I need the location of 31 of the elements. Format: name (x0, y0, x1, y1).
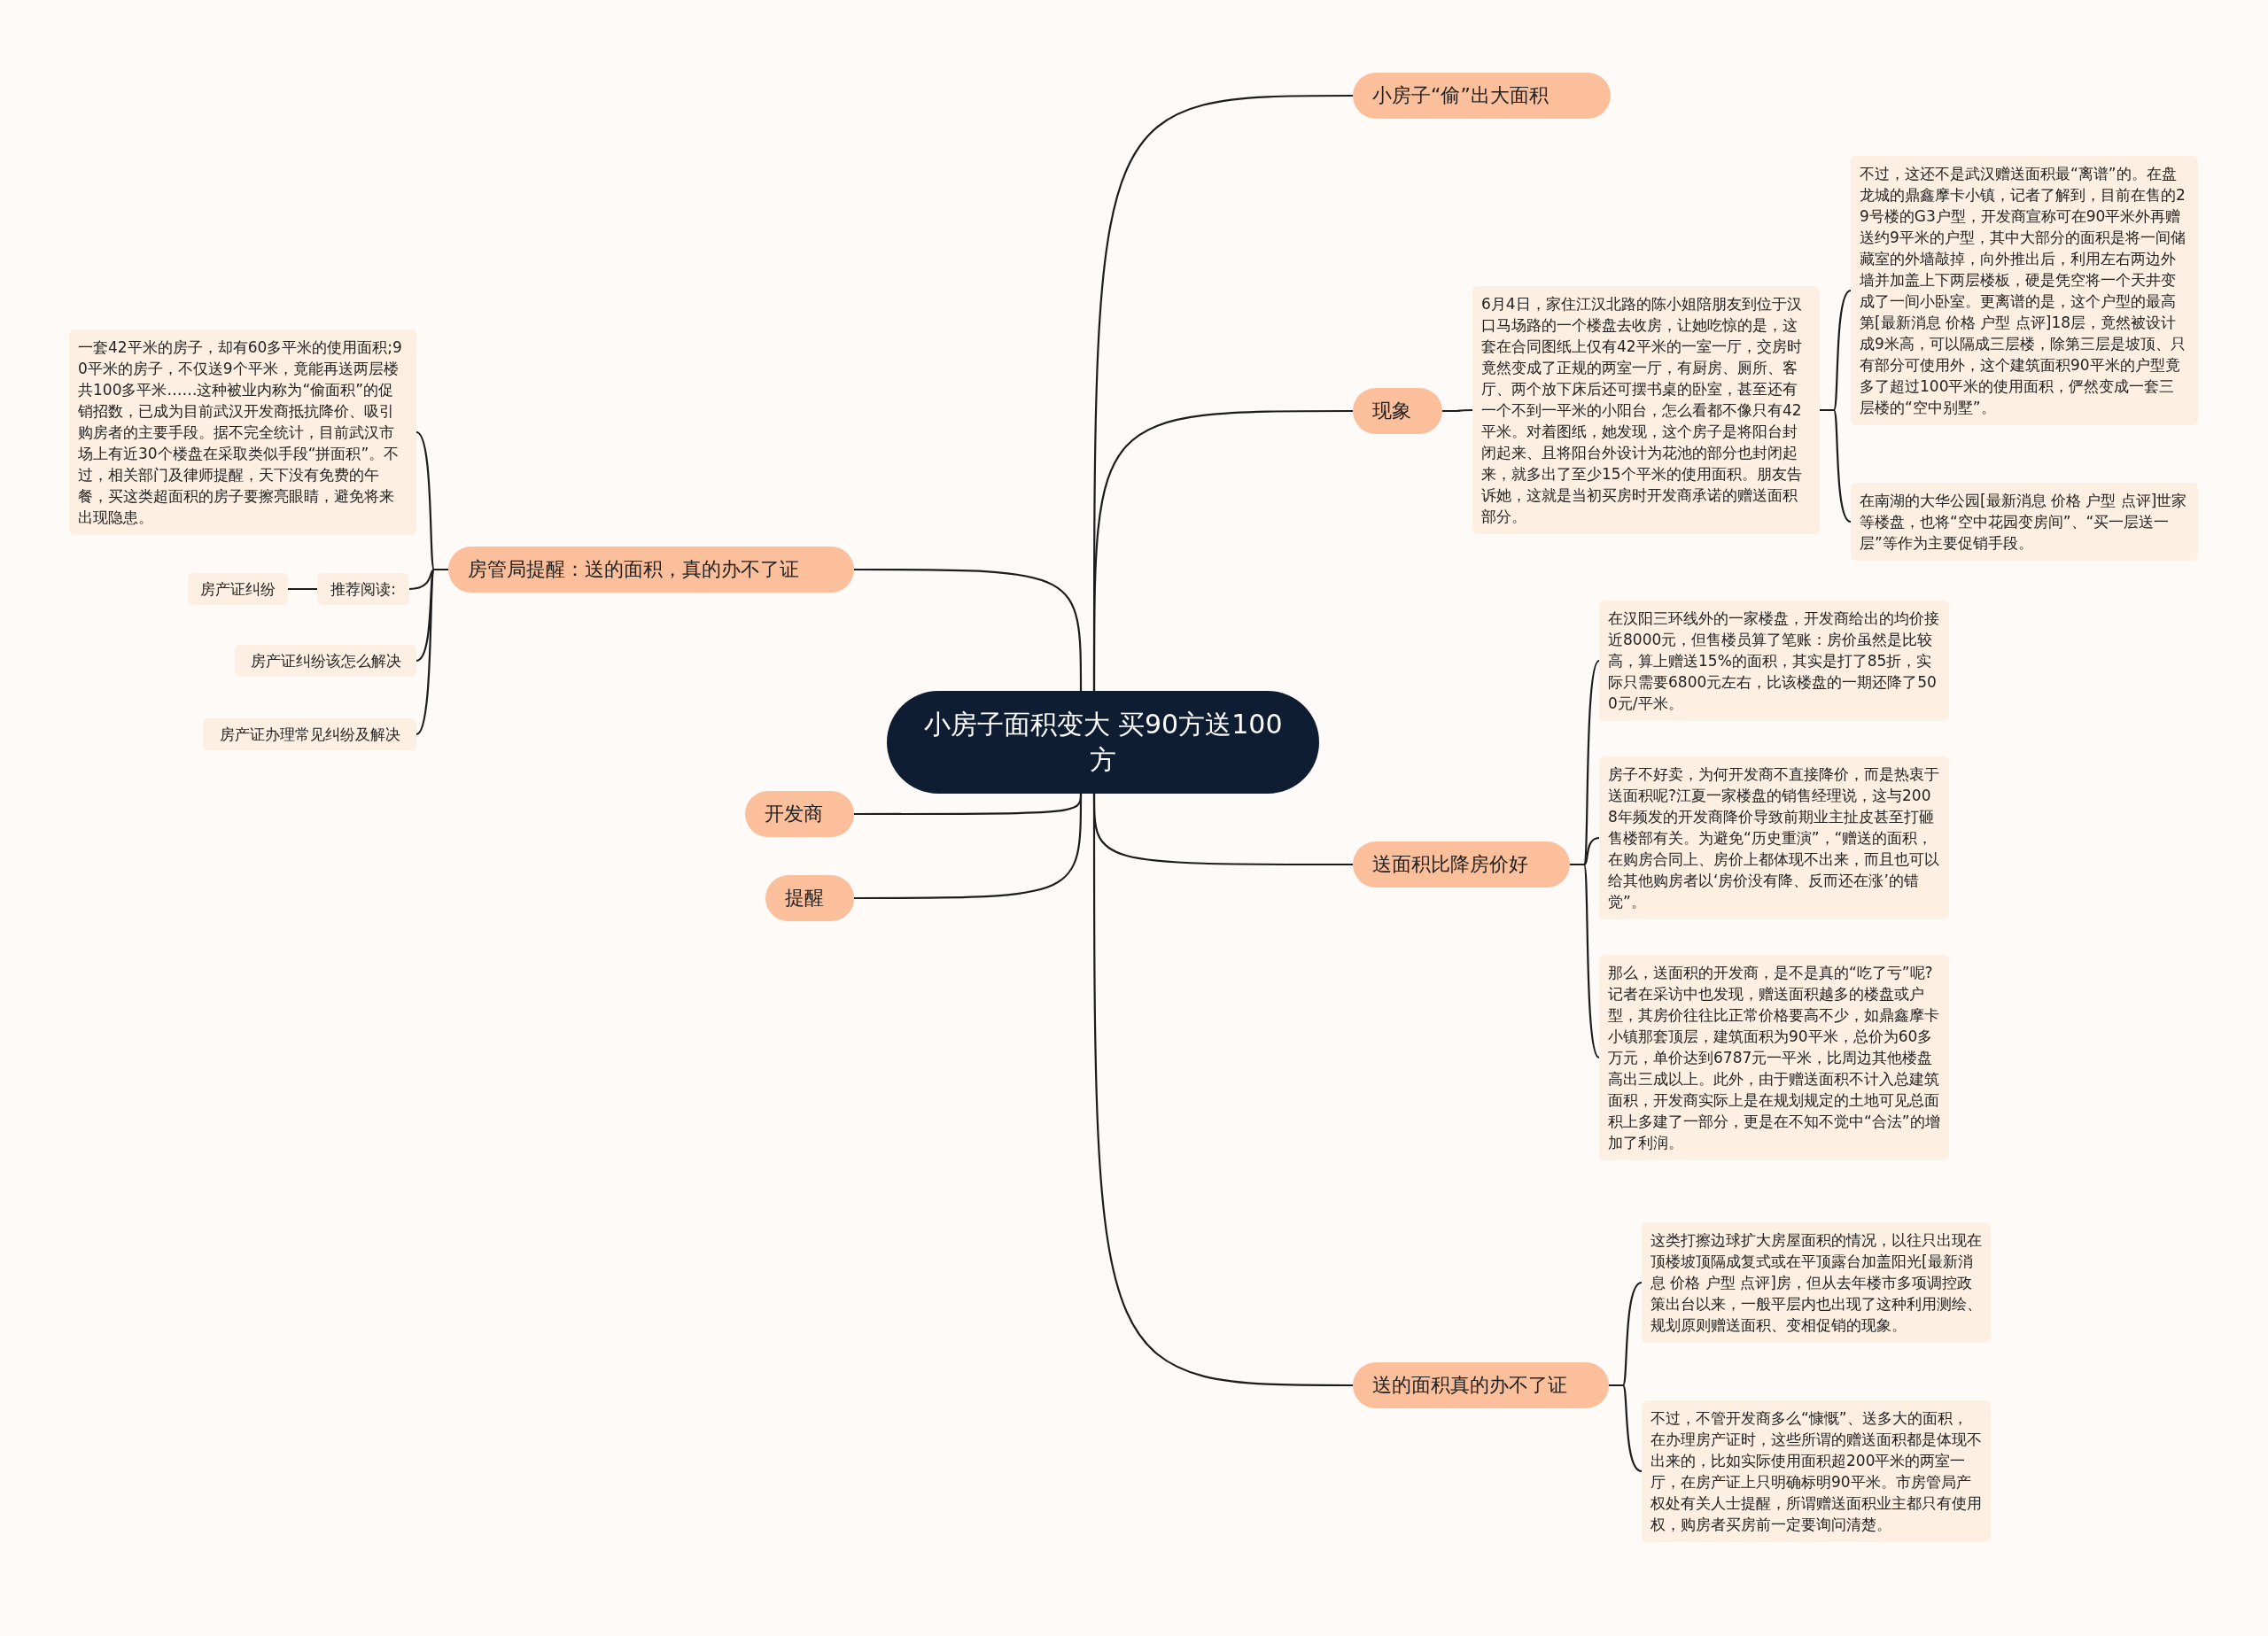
note-card: 这类打擦边球扩大房屋面积的情况，以往只出现在顶楼坡顶隔成复式或在平顶露台加盖阳光[最新消息 价格 户型 点评]房，但从去年楼市多项调控政策出台以来，一般平层内也出现了这种利用测绘、规划原则赠送面积、变相促销的现象。 (1642, 1222, 1991, 1343)
link-tag: 推荐阅读: (317, 573, 409, 605)
topic-pill: 房管局提醒：送的面积，真的办不了证 (448, 547, 854, 593)
connector-line (854, 568, 1083, 691)
connector-line (1820, 408, 1852, 523)
topic-pill: 小房子“偷”出大面积 (1353, 73, 1611, 119)
note-card: 6月4日，家住江汉北路的陈小姐陪朋友到位于汉口马场路的一个楼盘去收房，让她吃惊的是，这套在合同图纸上仅有42平米的一室一厅，交房时竟然变成了正规的两室一厅，有厨房、厕所、客厅、两个放下床后还可摆书桌的卧室，甚至还有一个不到一平米的小阳台，怎么看都不像只有42平米。对着图纸，她发现，这个房子是将阳台封闭起来、且将阳台外设计为花池的部分也封闭起来，就多出了至少15个平米的使用面积。朋友告诉她，这就是当初买房时开发商承诺的赠送面积部分。 (1472, 286, 1820, 534)
central-topic: 小房子面积变大 买90方送100方 (887, 691, 1319, 794)
note-card: 在汉阳三环线外的一家楼盘，开发商给出的均价接近8000元，但售楼员算了笔账：房价虽然是比较高，算上赠送15%的面积，其实是打了85折，实际只需要6800元左右，比该楼盘的一期还降了500元/平米。 (1599, 601, 1949, 721)
note-card: 那么，送面积的开发商，是不是真的“吃了亏”呢?记者在采访中也发现，赠送面积越多的楼盘或户型，其房价往往比正常价格要高不少，如鼎鑫摩卡小镇那套顶层，建筑面积为90平米，总价为60多万元，单价达到6787元一平米，比周边其他楼盘高出三成以上。此外，由于赠送面积不计入总建筑面积，开发商实际上是在规划规定的土地可见总面积上多建了一部分，更是在不知不觉中“合法”的增加了利润。 (1599, 955, 1949, 1160)
connector-line (854, 794, 1083, 900)
connector-line (1570, 863, 1600, 1058)
topic-pill: 提醒 (765, 875, 854, 921)
note-card: 不过，这还不是武汉赠送面积最“离谱”的。在盘龙城的鼎鑫摩卡小镇，记者了解到，目前在售的29号楼的G3户型，开发商宣称可在90平米外再赠送约9平米的户型，其中大部分的面积是将一间储藏室的外墙敲掉，向外推出后，利用左右两边外墙并加盖上下两层楼板，硬是凭空将一个天井变成了一间小卧室。更离谱的是，这个户型的最高第[最新消息 价格 户型 点评]18层，竟然被设计成9米高，可以隔成三层楼，除第三层是坡顶、只有部分可使用外，这个建筑面积90平米的户型竟多了超过100平米的使用面积，俨然变成一套三层楼的“空中别墅”。 (1851, 156, 2198, 425)
connector-line (1092, 409, 1353, 691)
connector-line (1442, 408, 1472, 413)
note-card: 一套42平米的房子，却有60多平米的使用面积;90平米的房子，不仅送9个平米，竟能再送两层楼共100多平米……这种被业内称为“偷面积”的促销招数，已成为目前武汉开发商抵抗降价、吸引购房者的主要手段。据不完全统计，目前武汉市场上有近30个楼盘在采取类似手段“拼面积”。不过，相关部门及律师提醒，天下没有免费的午餐，买这类超面积的房子要擦亮眼睛，避免将来出现隐患。 (69, 330, 416, 535)
topic-pill: 送的面积真的办不了证 (1353, 1362, 1609, 1408)
note-card: 房子不好卖，为何开发商不直接降价，而是热衷于送面积呢?江夏一家楼盘的销售经理说，这与2008年频发的开发商降价导致前期业主扯皮甚至打砸售楼部有关。为避免“历史重演”，“赠送的面积，在购房合同上、房价上都体现不出来，而且也可以给其他购房者以‘房价没有降、反而还在涨’的错觉”。 (1599, 756, 1949, 919)
connector-line (1092, 794, 1353, 1387)
link-tag: 房产证纠纷 (188, 573, 288, 605)
note-card: 在南湖的大华公园[最新消息 价格 户型 点评]世家等楼盘，也将“空中花园变房间”、“买一层送一层”等作为主要促销手段。 (1851, 483, 2198, 561)
connector-line (1609, 1384, 1643, 1472)
note-card: 不过，不管开发商多么“慷慨”、送多大的面积，在办理房产证时，这些所谓的赠送面积都是体现不出来的，比如实际使用面积超200平米的两室一厅，在房产证上只明确标明90平米。市房管局产权处有关人士提醒，所谓赠送面积业主都只有使用权，购房者买房前一定要询问清楚。 (1642, 1400, 1991, 1542)
topic-pill: 送面积比降房价好 (1353, 841, 1570, 888)
connector-line (288, 587, 317, 591)
link-tag: 房产证纠纷该怎么解决 (235, 645, 416, 677)
topic-pill: 开发商 (745, 791, 854, 837)
link-tag: 房产证办理常见纠纷及解决 (203, 718, 416, 750)
connector-line (416, 568, 448, 735)
topic-pill: 现象 (1353, 388, 1442, 434)
